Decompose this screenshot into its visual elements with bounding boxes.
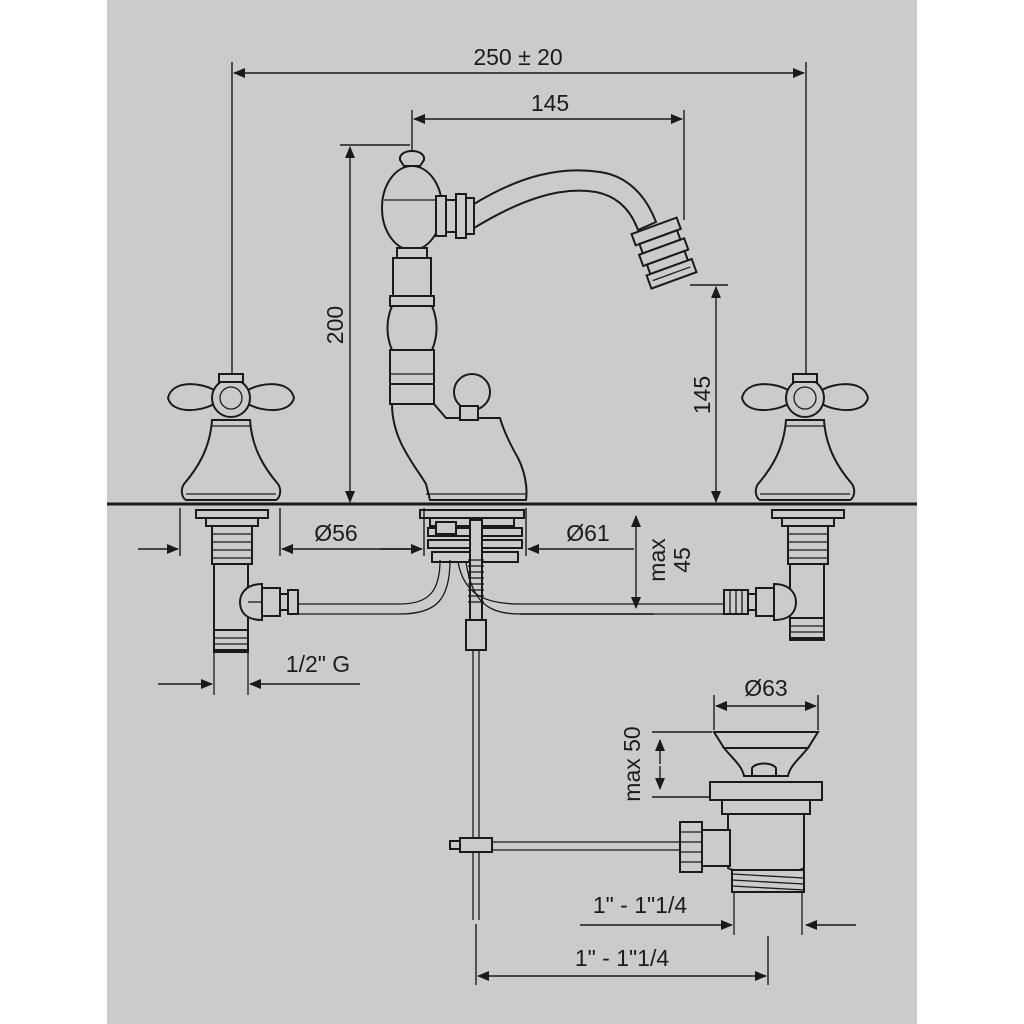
pop-up-waste bbox=[679, 731, 823, 935]
dimension-waste-rise bbox=[652, 731, 712, 798]
label-waste-thread-upper: 1" - 1"1/4 bbox=[593, 892, 688, 918]
label-inlet-thread: 1/2" G bbox=[286, 651, 350, 677]
label-center-base-diameter: Ø61 bbox=[566, 520, 609, 546]
dimension-max-deck bbox=[520, 515, 654, 615]
left-handle-valve bbox=[166, 373, 296, 501]
label-waste-rise: max 50 bbox=[619, 726, 645, 801]
label-max-deck-line1: max bbox=[644, 538, 670, 582]
dimension-waste-diameter bbox=[713, 695, 819, 730]
right-handle-valve bbox=[740, 373, 870, 501]
dimension-body-height bbox=[340, 144, 410, 503]
label-left-base-diameter: Ø56 bbox=[314, 520, 357, 546]
bidet-mixer-body bbox=[381, 150, 698, 501]
dimension-overall-width bbox=[231, 62, 807, 380]
label-spout-height: 145 bbox=[689, 376, 715, 414]
dimension-spout-height bbox=[690, 284, 728, 503]
label-max-deck-line2: 45 bbox=[669, 547, 695, 573]
dimension-waste-thread-lower bbox=[475, 924, 769, 985]
dimension-left-base bbox=[138, 508, 418, 556]
right-valve-underside bbox=[771, 509, 845, 641]
label-overall-width: 250 ± 20 bbox=[473, 44, 562, 70]
center-mount-underside bbox=[238, 509, 798, 920]
label-waste-diameter: Ø63 bbox=[744, 675, 787, 701]
label-waste-thread-lower: 1" - 1"1/4 bbox=[575, 945, 670, 971]
label-spout-reach: 145 bbox=[531, 90, 569, 116]
dimension-spout-reach bbox=[411, 110, 685, 220]
label-body-height: 200 bbox=[322, 306, 348, 344]
dimension-center-base bbox=[380, 508, 634, 556]
